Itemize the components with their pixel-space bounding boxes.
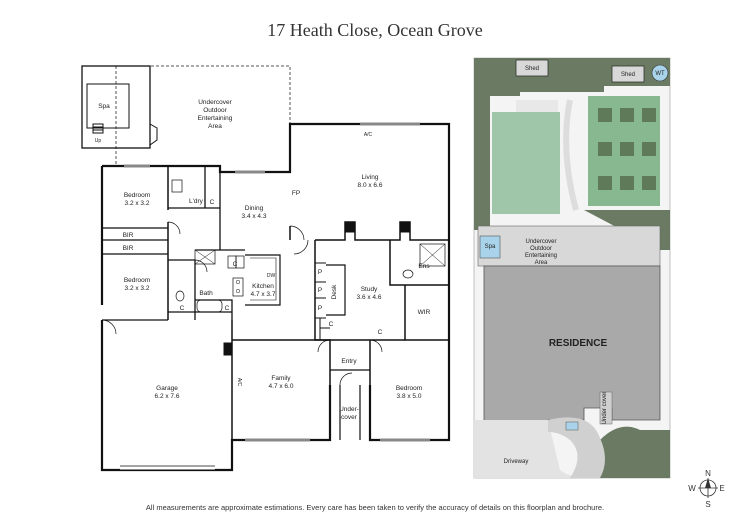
lawn bbox=[492, 112, 560, 214]
driveway-label: Driveway bbox=[504, 459, 529, 465]
cupboard-study-label: C bbox=[329, 321, 334, 328]
study-name: Study bbox=[361, 286, 378, 293]
spa bbox=[86, 83, 130, 129]
shed-2-label: Shed bbox=[621, 72, 635, 78]
laundry-label: L'dry bbox=[189, 198, 204, 205]
garage-size: 6.2 x 7.6 bbox=[155, 393, 180, 400]
site-undercover-label: Under cover bbox=[602, 392, 608, 425]
dining-name: Dining bbox=[245, 205, 264, 212]
bedroom2-size: 3.2 x 3.2 bbox=[125, 285, 150, 292]
cupboard-kitchen-label: C bbox=[225, 305, 230, 312]
bir-label-1: BIR bbox=[123, 232, 134, 239]
shed-1-label: Shed bbox=[525, 66, 539, 72]
fireplace-label: FP bbox=[292, 190, 300, 197]
bir-label-2: BIR bbox=[123, 245, 134, 252]
pantry-label-2: P bbox=[318, 287, 322, 294]
cupboard-hall-label: C bbox=[378, 329, 383, 336]
site-outdoor-4: Area bbox=[535, 260, 548, 266]
pantry-label-3: P bbox=[318, 305, 322, 312]
bedroom2-name: Bedroom bbox=[124, 277, 150, 284]
site-outdoor-2: Outdoor bbox=[530, 246, 552, 252]
bedroom3-name: Bedroom bbox=[396, 385, 422, 392]
siteplan: Shed Shed WT Spa Undercover Outdoor Ente… bbox=[473, 57, 671, 479]
floorplan-labels: Spa Up Undercover Outdoor Entertaining A… bbox=[95, 99, 431, 421]
compass-s: S bbox=[705, 500, 710, 509]
outdoor-label-2: Outdoor bbox=[203, 107, 227, 114]
driveway bbox=[474, 420, 590, 478]
garage-name: Garage bbox=[156, 385, 178, 392]
entry-label: Entry bbox=[341, 358, 357, 365]
ac-label-living: A/C bbox=[364, 132, 373, 138]
outdoor-label-4: Area bbox=[208, 123, 222, 130]
dining-size: 3.4 x 4.3 bbox=[242, 213, 267, 220]
page-title: 17 Heath Close, Ocean Grove bbox=[267, 20, 483, 40]
compass: N S E W bbox=[688, 469, 724, 509]
bedroom1-name: Bedroom bbox=[124, 192, 150, 199]
disclaimer: All measurements are approximate estimat… bbox=[145, 503, 605, 512]
water-tank-label: WT bbox=[655, 71, 665, 77]
site-outdoor-1: Undercover bbox=[525, 239, 556, 245]
bedroom1-size: 3.2 x 3.2 bbox=[125, 200, 150, 207]
living-size: 8.0 x 6.6 bbox=[358, 182, 383, 189]
undercover-label-2: cover bbox=[341, 414, 358, 421]
family-name: Family bbox=[271, 375, 291, 382]
ac-label-garage: A/C bbox=[236, 378, 242, 387]
outdoor-label-1: Undercover bbox=[198, 99, 232, 106]
kitchen-size: 4.7 x 3.7 bbox=[251, 291, 276, 298]
pantry-label-1: P bbox=[318, 269, 322, 276]
residence-label: RESIDENCE bbox=[549, 338, 608, 349]
outer-walls bbox=[100, 122, 451, 472]
spa-deck bbox=[81, 65, 151, 149]
site-outdoor-3: Entertaining bbox=[525, 253, 557, 259]
living-name: Living bbox=[362, 174, 379, 181]
shed-1 bbox=[515, 59, 549, 77]
bedroom3-size: 3.8 x 5.0 bbox=[397, 393, 422, 400]
floorplan bbox=[81, 65, 451, 472]
garden-bed-north bbox=[474, 58, 670, 230]
desk-label: Desk bbox=[331, 284, 338, 300]
cupboard-label: C bbox=[210, 199, 215, 206]
study-size: 3.6 x 4.6 bbox=[357, 294, 382, 301]
dishwasher-label: DW bbox=[267, 273, 276, 279]
compass-w: W bbox=[688, 484, 696, 493]
shed-2 bbox=[611, 65, 645, 83]
outdoor-area bbox=[477, 225, 661, 267]
ensuite-label: Ens bbox=[418, 263, 430, 270]
compass-n: N bbox=[705, 469, 711, 478]
site-spa bbox=[479, 235, 501, 259]
bath-label: Bath bbox=[199, 290, 213, 297]
site-undercover bbox=[599, 391, 613, 425]
kitchen-name: Kitchen bbox=[252, 283, 274, 290]
residence bbox=[483, 265, 661, 433]
water-tank bbox=[651, 64, 669, 82]
garden-bed-se bbox=[590, 426, 670, 478]
site-spa-label: Spa bbox=[485, 244, 496, 250]
family-size: 4.7 x 6.0 bbox=[269, 383, 294, 390]
cupboard-bath-label: C bbox=[180, 305, 185, 312]
spa-label: Spa bbox=[98, 103, 110, 110]
cupboard-dining-label: C bbox=[233, 261, 238, 268]
wir-label: WIR bbox=[418, 309, 431, 316]
compass-e: E bbox=[719, 484, 724, 493]
undercover-label-1: Under- bbox=[339, 406, 359, 413]
outdoor-label-3: Entertaining bbox=[198, 115, 233, 122]
up-label: Up bbox=[95, 138, 102, 144]
